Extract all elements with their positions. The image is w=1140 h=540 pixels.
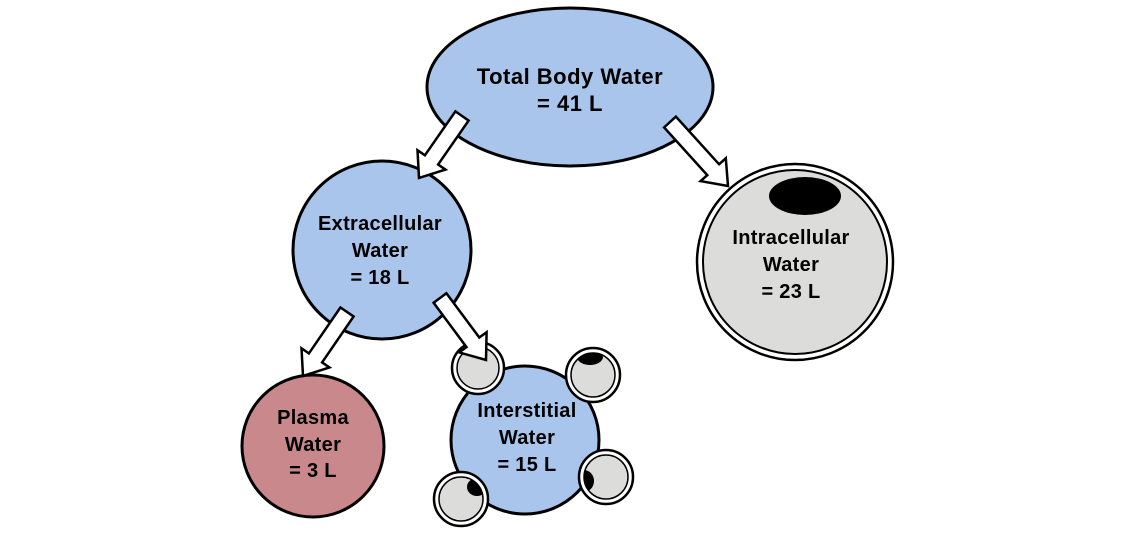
small-cell-icon-top-right (564, 346, 622, 404)
intracellular-cell-membrane (702, 169, 888, 355)
node-extracellular-water: Extracellular Water = 18 L (291, 159, 473, 341)
plasma-water-circle (240, 373, 386, 519)
plasma-water-value: = 3 L (289, 460, 337, 482)
arrow-total-to-extracellular (416, 109, 471, 180)
interstitial-water-label-1: Interstitial (477, 400, 576, 422)
total-body-water-ellipse (425, 6, 715, 168)
total-body-water-value: = 41 L (537, 91, 603, 116)
intracellular-water-label-2: Water (763, 254, 819, 276)
nucleus-icon (584, 470, 594, 492)
nucleus-icon (577, 353, 603, 365)
total-body-water-label: Total Body Water (477, 64, 663, 89)
extracellular-water-circle (291, 159, 473, 341)
node-total-body-water: Total Body Water = 41 L (425, 6, 715, 168)
node-interstitial-water: Interstitial Water = 15 L (432, 340, 635, 528)
nucleus-icon (769, 177, 841, 215)
extracellular-water-label-1: Extracellular (318, 213, 442, 235)
small-cell-icon-bottom-right (577, 448, 635, 506)
arrow-extracellular-to-plasma (300, 305, 356, 378)
plasma-water-label-1: Plasma (277, 407, 349, 429)
intracellular-water-value: = 23 L (761, 281, 820, 303)
node-intracellular-water: Intracellular Water = 23 L (695, 162, 895, 362)
interstitial-water-circle (449, 364, 601, 516)
small-cell-icon-bottom-left (432, 470, 490, 528)
interstitial-water-label-2: Water (499, 427, 555, 449)
intracellular-water-label-1: Intracellular (732, 227, 849, 249)
extracellular-water-label-2: Water (352, 240, 408, 262)
plasma-water-label-2: Water (285, 434, 341, 456)
extracellular-water-value: = 18 L (350, 267, 409, 289)
interstitial-water-value: = 15 L (497, 454, 556, 476)
arrow-extracellular-to-interstitial (431, 291, 488, 362)
arrow-total-to-intracellular (662, 114, 730, 188)
node-plasma-water: Plasma Water = 3 L (240, 373, 386, 519)
